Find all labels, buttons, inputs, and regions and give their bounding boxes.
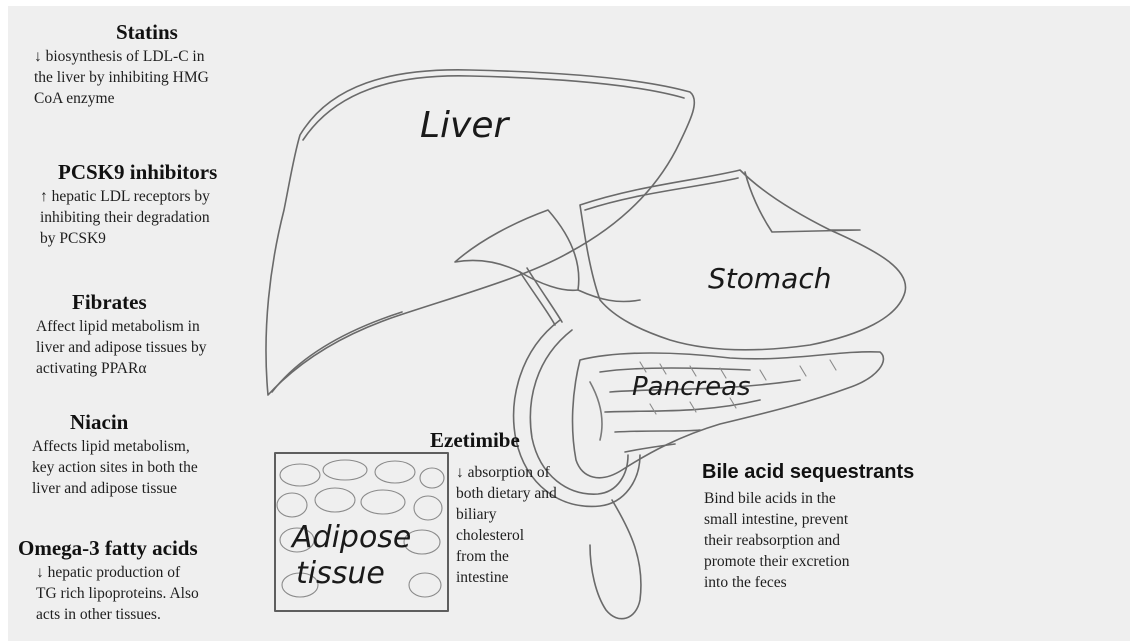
bile-block: Bile acid sequestrants Bind bile acids i… [702,460,982,593]
omega3-title: Omega-3 fatty acids [18,536,278,560]
statins-line: CoA enzyme [34,90,115,107]
stomach-label: Stomach [708,262,831,295]
ezetimibe-block: Ezetimibe ↓ absorption of both dietary a… [430,428,600,588]
pcsk9-desc: ↑ hepatic LDL receptors by inhibiting th… [40,186,300,249]
ezetimibe-line: intestine [456,569,509,586]
liver-label: Liver [420,105,508,146]
adipose-label: Adipose tissue [292,520,411,592]
bile-desc: Bind bile acids in the small intestine, … [702,488,982,593]
ezetimibe-line: both dietary and [456,485,557,502]
pcsk9-line: inhibiting their degradation [40,209,210,226]
omega3-block: Omega-3 fatty acids ↓ hepatic production… [18,536,278,625]
adipose-label-line2: tissue [292,556,411,592]
pcsk9-line: by PCSK9 [40,230,106,247]
fibrates-line: liver and adipose tissues by [36,339,206,356]
statins-desc: ↓ biosynthesis of LDL-C in the liver by … [34,46,304,109]
niacin-line: key action sites in both the [32,459,198,476]
bile-duct-drawing [455,210,640,325]
niacin-desc: Affects lipid metabolism, key action sit… [32,436,282,499]
niacin-title: Niacin [32,410,282,434]
ezetimibe-line: ↓ absorption of [456,464,550,481]
statins-line: the liver by inhibiting HMG [34,69,209,86]
fibrates-line: Affect lipid metabolism in [36,318,200,335]
bile-line: their reabsorption and [704,532,840,549]
pancreas-drawing [573,352,884,478]
bile-line: small intestine, prevent [704,511,848,528]
niacin-line: liver and adipose tissue [32,480,177,497]
fibrates-desc: Affect lipid metabolism in liver and adi… [36,316,286,379]
omega3-desc: ↓ hepatic production of TG rich lipoprot… [18,562,278,625]
bile-line: into the feces [704,574,787,591]
pcsk9-line: ↑ hepatic LDL receptors by [40,188,210,205]
fibrates-block: Fibrates Affect lipid metabolism in live… [36,290,286,379]
statins-title: Statins [34,20,304,44]
bile-line: Bind bile acids in the [704,490,836,507]
ezetimibe-line: from the [456,548,509,565]
ezetimibe-desc: ↓ absorption of both dietary and biliary… [430,462,600,588]
fibrates-line: activating PPARα [36,360,146,377]
pcsk9-title: PCSK9 inhibitors [40,160,300,184]
omega3-line: ↓ hepatic production of [36,564,180,581]
bile-line: promote their excretion [704,553,849,570]
niacin-line: Affects lipid metabolism, [32,438,190,455]
adipose-label-line1: Adipose [292,520,411,556]
bile-title: Bile acid sequestrants [702,460,982,484]
ezetimibe-title: Ezetimibe [430,428,600,452]
pancreas-label: Pancreas [632,372,751,402]
ezetimibe-line: biliary [456,506,496,523]
niacin-block: Niacin Affects lipid metabolism, key act… [32,410,282,499]
omega3-line: TG rich lipoproteins. Also [36,585,199,602]
ezetimibe-line: cholesterol [456,527,524,544]
fibrates-title: Fibrates [36,290,286,314]
statins-block: Statins ↓ biosynthesis of LDL-C in the l… [34,20,304,109]
stomach-drawing [580,170,906,350]
statins-line: ↓ biosynthesis of LDL-C in [34,48,205,65]
omega3-line: acts in other tissues. [36,606,161,623]
pcsk9-block: PCSK9 inhibitors ↑ hepatic LDL receptors… [40,160,300,249]
